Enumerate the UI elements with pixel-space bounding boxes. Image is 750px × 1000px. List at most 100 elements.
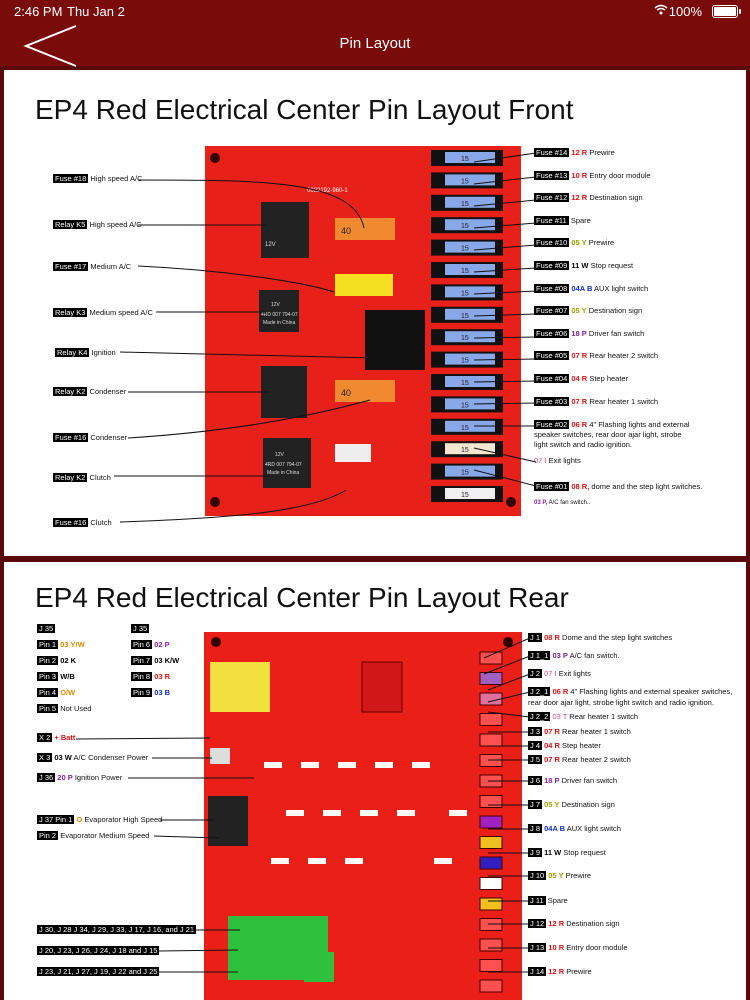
rear-right-label-text: Prewire — [565, 871, 592, 880]
rear-right-label-code: 03 P — [552, 651, 568, 660]
svg-text:15: 15 — [461, 156, 469, 163]
rear-right-label: J 3 07 R Rear heater 1 switch — [528, 727, 631, 737]
rear-right-label-tag: J 5 — [528, 755, 543, 764]
rear-left-label-code: + Batt — [54, 733, 76, 742]
rear-pin-label-tag: Pin 4 — [37, 688, 59, 697]
board-code: 0032192-960-1 — [307, 188, 348, 194]
front-right-label-text: Prewire — [589, 148, 615, 157]
rear-pin-label-tag: Pin 3 — [37, 672, 59, 681]
front-left-label-tag: Relay K5 — [53, 220, 88, 229]
front-left-label-text: Condenser — [89, 387, 127, 396]
front-layout-title: EP4 Red Electrical Center Pin Layout Fro… — [35, 94, 574, 125]
front-right-label-tag: Fuse #07 — [534, 306, 570, 316]
rear-board-image — [204, 632, 522, 1000]
front-left-label-text: High speed A/C — [89, 220, 142, 229]
rear-right-label-code: 12 R — [548, 967, 565, 976]
fuse-40-label: 40 — [341, 226, 351, 236]
rear-right-label-text: Rear heater 1 switch — [562, 727, 631, 736]
front-right-label: Fuse #07 05 Y Destination sign — [534, 306, 642, 316]
rear-pin-label: Pin 4 O/W — [37, 688, 75, 698]
front-right-label-text: Step heater — [589, 374, 629, 383]
rear-right-label: J 10 05 Y Prewire — [528, 871, 591, 881]
rear-right-label: J 13 10 R Entry door module — [528, 943, 628, 953]
rear-right-label: J 6 18 P Driver fan switch — [528, 776, 617, 786]
back-button[interactable] — [20, 24, 80, 67]
fuse-body: 15 — [431, 262, 503, 278]
rear-left-label-tag: J 36 — [37, 773, 56, 782]
rear-pin-label-code: 03 K/W — [154, 656, 180, 665]
rear-pin-label-code: 02 P — [154, 640, 170, 649]
fuse-body: 15 — [431, 217, 503, 234]
rear-fuse-socket — [479, 856, 503, 870]
svg-text:15: 15 — [461, 313, 469, 320]
rear-pin-label: J 35 — [37, 624, 56, 634]
rear-right-label-code: 12 R — [548, 919, 565, 928]
rear-fuse-socket — [479, 774, 503, 788]
rear-right-label: J 4 04 R Step heater — [528, 741, 601, 751]
rear-right-label-code: 03 T — [552, 712, 568, 721]
rear-pin-label-code: 02 K — [60, 656, 77, 665]
front-left-label-tag: Fuse #18 — [53, 174, 89, 183]
rear-fuse-socket — [479, 713, 503, 726]
status-date: Thu Jan 2 — [67, 4, 125, 19]
front-right-label-code: 12 R — [571, 193, 588, 203]
rear-right-label-tag: J 2 — [528, 669, 543, 678]
fuse-body: 15 — [431, 329, 503, 346]
rear-pin-header — [360, 810, 378, 816]
rear-right-label-code: 07 R — [544, 755, 560, 764]
rear-left-label-text: A/C Condenser Power — [73, 753, 149, 762]
front-right-label-text: Rear heater 2 switch — [589, 351, 659, 361]
rear-right-label-tag: J 2_2 — [528, 712, 551, 721]
svg-text:15: 15 — [461, 358, 469, 365]
rear-right-label-text: Driver fan switch — [561, 776, 618, 785]
rear-left-label-text: Evaporator Medium Speed — [60, 831, 150, 840]
front-right-label-text: AUX light switch — [594, 283, 649, 293]
front-left-label-tag: Relay K4 — [55, 348, 90, 357]
rear-fuse-socket — [479, 692, 503, 706]
battery-icon — [712, 5, 741, 18]
rear-fuse-socket — [479, 651, 503, 665]
relay-k2-marking: 12V 4RD 007 794-07 Made in China — [265, 452, 302, 476]
front-right-label: Fuse #14 12 R Prewire — [534, 148, 615, 158]
rear-left-label: Pin 2 Evaporator Medium Speed — [37, 831, 149, 841]
front-left-label-text: High speed A/C — [90, 174, 143, 183]
fuse-body: 15 — [431, 284, 503, 301]
front-right-label-tag: Fuse #03 — [534, 396, 570, 406]
front-right-label-tag: Fuse #05 — [534, 351, 570, 361]
front-right-label: Fuse #13 10 R Entry door module — [534, 170, 651, 181]
svg-text:12V: 12V — [265, 242, 276, 248]
front-left-label: Relay K5 High speed A/C — [53, 220, 142, 230]
fuse-02-line-3: light switch and radio ignition. — [534, 440, 632, 449]
rear-right-label-text: Destination sign — [561, 800, 615, 809]
rear-pin-header — [286, 810, 304, 816]
rear-pin-header — [264, 762, 282, 768]
nav-bar: Pin Layout — [0, 22, 750, 67]
rear-right-label: J 5 07 R Rear heater 2 switch — [528, 755, 631, 765]
nav-title: Pin Layout — [339, 35, 411, 52]
rear-pin-header — [449, 810, 467, 816]
front-right-label: Fuse #05 07 R Rear heater 2 switch — [534, 351, 658, 361]
fuse-40-label-2: 40 — [341, 388, 351, 398]
rear-right-label-tag: J 12 — [528, 919, 547, 928]
rear-pin-label: Pin 5 Not Used — [37, 704, 91, 714]
rear-left-label-code: 03 W — [54, 753, 72, 762]
rear-right-label-text: Destination sign — [566, 919, 620, 928]
front-left-label-tag: Relay K3 — [53, 308, 88, 317]
fuse-02-label: Fuse #02 06 R 4" Flashing lights and ext… — [534, 420, 690, 429]
rear-pin-header — [308, 858, 326, 864]
rear-layout-panel: EP4 Red Electrical Center Pin Layout Rea… — [4, 562, 746, 1000]
svg-text:15: 15 — [461, 268, 469, 275]
front-right-label-tag: Fuse #13 — [534, 170, 570, 180]
front-right-label-text: Rear heater 1 switch — [589, 396, 659, 406]
svg-text:15: 15 — [461, 335, 469, 342]
status-bar: 2:46 PM Thu Jan 2 100% — [0, 0, 750, 22]
rear-right-label-code: 06 R — [552, 687, 569, 696]
front-layout-panel: EP4 Red Electrical Center Pin Layout Fro… — [4, 70, 746, 556]
front-left-label: Fuse #18 High speed A/C — [53, 174, 143, 184]
rear-right-label: J 2_2 03 T Rear heater 1 switch — [528, 712, 638, 722]
svg-text:15: 15 — [461, 201, 469, 208]
front-right-label-code: 05 Y — [571, 238, 587, 248]
front-right-label-code: 18 P — [571, 328, 587, 338]
rear-right-label: J 8 04A B AUX light switch — [528, 824, 621, 834]
